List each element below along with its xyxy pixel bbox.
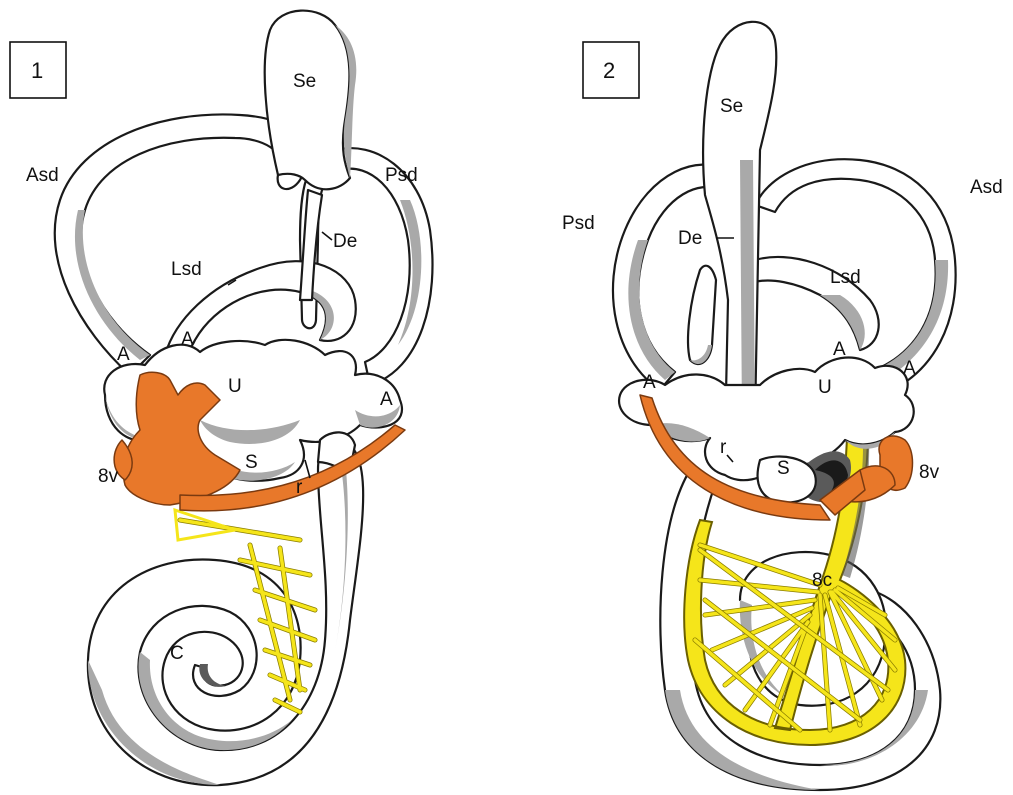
label-s-2: S <box>777 458 790 479</box>
label-r-2: r <box>720 437 727 458</box>
label-s-1: S <box>245 452 258 473</box>
panel-number-1: 1 <box>31 58 43 83</box>
label-8c-2: 8c <box>812 570 832 591</box>
canals-1 <box>55 11 433 385</box>
label-lsd-2: Lsd <box>830 267 861 288</box>
label-a3-1: A <box>380 389 393 410</box>
label-psd-1: Psd <box>385 165 418 186</box>
label-c-1: C <box>170 643 184 664</box>
r-tick-1 <box>305 460 310 478</box>
cochlea-1 <box>88 440 363 785</box>
label-u-1: U <box>228 376 242 397</box>
panel-1: 1 Se Asd Psd De Lsd A A A U S r 8v C <box>10 11 433 786</box>
label-a2-1: A <box>181 329 194 350</box>
label-de-2: De <box>678 228 702 249</box>
label-u-2: U <box>818 377 832 398</box>
label-lsd-1: Lsd <box>171 259 202 280</box>
panel-2: 2 Se Psd De Asd Lsd A A A U r S 8v 8c <box>562 22 1003 790</box>
label-r-1: r <box>296 477 303 498</box>
label-asd-1: Asd <box>26 165 59 186</box>
label-se-1: Se <box>293 71 316 92</box>
de-tick-1 <box>322 232 332 240</box>
panel-number-2: 2 <box>603 58 615 83</box>
label-a1-1: A <box>117 344 130 365</box>
label-a1-2: A <box>643 372 656 393</box>
label-a3-2: A <box>903 358 916 379</box>
label-asd-2: Asd <box>970 177 1003 198</box>
label-8v-1: 8v <box>98 466 119 487</box>
label-psd-2: Psd <box>562 213 595 234</box>
label-a2-2: A <box>833 339 846 360</box>
label-de-1: De <box>333 231 357 252</box>
label-se-2: Se <box>720 96 743 117</box>
label-8v-2: 8v <box>919 462 940 483</box>
